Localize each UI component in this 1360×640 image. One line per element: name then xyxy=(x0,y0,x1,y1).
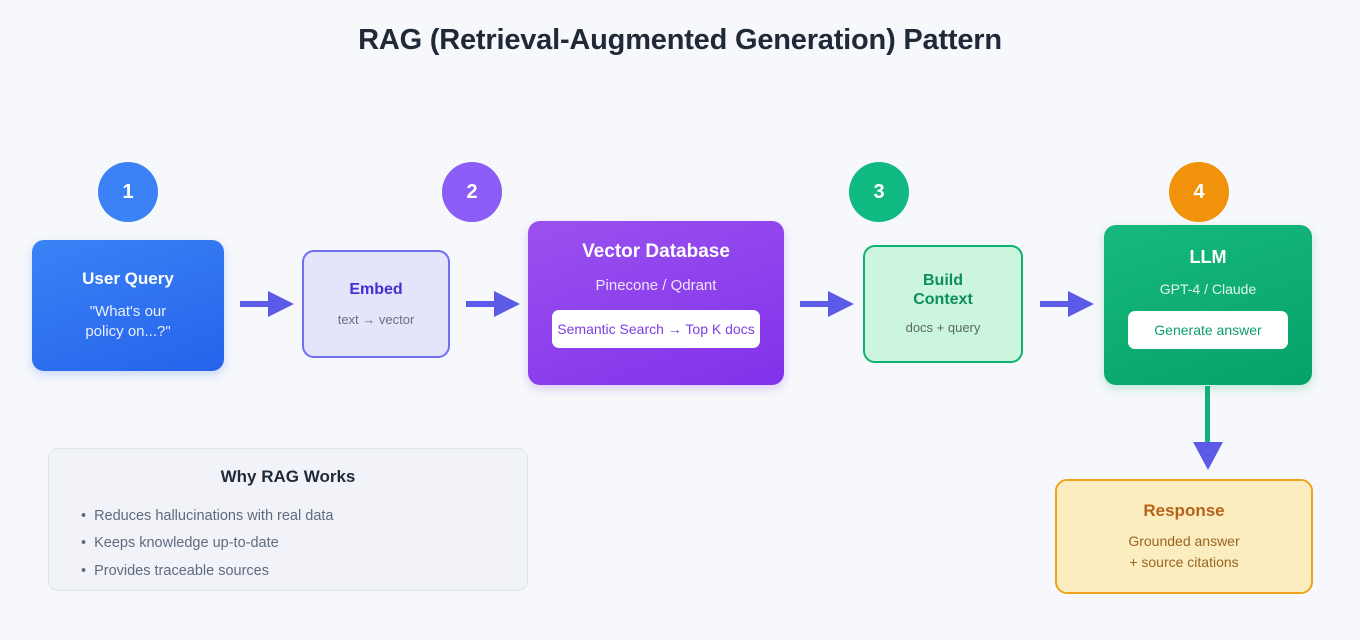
page-title: RAG (Retrieval-Augmented Generation) Pat… xyxy=(358,24,1002,56)
node-vector-database-title: Vector Database xyxy=(582,241,730,262)
arrow-head-down xyxy=(1193,442,1223,470)
step-badge-4: 4 xyxy=(1169,162,1229,222)
step-badge-2-label: 2 xyxy=(466,180,478,203)
node-response-title: Response xyxy=(1143,501,1225,520)
node-embed-title: Embed xyxy=(349,280,403,298)
node-build-context-title-line2: Context xyxy=(913,291,973,309)
step-badge-2: 2 xyxy=(442,162,502,222)
node-user-query-title: User Query xyxy=(82,268,174,288)
node-user-query[interactable]: User Query "What's our policy on...?" xyxy=(32,240,224,371)
semantic-search-chip[interactable]: Semantic Search → Top K docs xyxy=(552,310,760,349)
node-response-subtitle-line2: + source citations xyxy=(1129,553,1239,570)
arrow-tail xyxy=(466,301,500,307)
node-llm-title: LLM xyxy=(1189,247,1227,267)
arrow-head xyxy=(1068,291,1094,317)
arrow-tail xyxy=(240,301,274,307)
arrow-embed-to-vector-db xyxy=(466,291,520,317)
step-badge-1-label: 1 xyxy=(122,180,134,203)
list-item: Provides traceable sources xyxy=(81,558,527,585)
arrow-user-query-to-embed xyxy=(240,291,294,317)
arrow-tail xyxy=(800,301,834,307)
arrow-head xyxy=(828,291,854,317)
step-badge-4-label: 4 xyxy=(1193,180,1205,203)
node-llm-subtitle: GPT-4 / Claude xyxy=(1159,280,1257,297)
node-response-subtitle-line1: Grounded answer xyxy=(1128,533,1240,550)
node-vector-database[interactable]: Vector Database Pinecone / Qdrant Semant… xyxy=(528,221,784,385)
step-badge-3-label: 3 xyxy=(873,180,885,203)
node-user-query-subtitle-line2: policy on...?" xyxy=(85,323,171,341)
node-build-context[interactable]: Build Context docs + query xyxy=(863,245,1023,363)
step-badge-1: 1 xyxy=(98,162,158,222)
arrow-tail xyxy=(1040,301,1074,307)
arrow-build-context-to-llm xyxy=(1040,291,1094,317)
why-rag-works-title: Why RAG Works xyxy=(220,467,356,486)
node-build-context-title-line1: Build xyxy=(923,272,963,290)
why-rag-works-panel: Why RAG Works Reduces hallucinations wit… xyxy=(48,448,528,591)
node-user-query-subtitle: "What's our policy on...?" xyxy=(85,302,170,343)
list-item: Keeps knowledge up-to-date xyxy=(81,530,527,557)
node-response-subtitle: Grounded answer + source citations xyxy=(1128,531,1239,572)
node-build-context-subtitle: docs + query xyxy=(905,320,981,336)
node-build-context-title: Build Context xyxy=(913,271,973,309)
step-badge-3: 3 xyxy=(849,162,909,222)
arrow-head xyxy=(494,291,520,317)
arrow-head xyxy=(268,291,294,317)
why-rag-works-list: Reduces hallucinations with real data Ke… xyxy=(49,503,527,585)
node-llm[interactable]: LLM GPT-4 / Claude Generate answer xyxy=(1104,225,1312,385)
generate-answer-chip[interactable]: Generate answer xyxy=(1128,311,1288,350)
node-vector-database-subtitle: Pinecone / Qdrant xyxy=(595,276,717,294)
arrow-tail-vertical xyxy=(1205,386,1210,442)
arrow-vector-db-to-build-context xyxy=(800,291,854,317)
node-embed-subtitle: text → vector xyxy=(337,311,415,327)
list-item: Reduces hallucinations with real data xyxy=(81,503,527,530)
node-embed[interactable]: Embed text → vector xyxy=(302,250,450,358)
node-user-query-subtitle-line1: "What's our xyxy=(89,302,167,320)
arrow-llm-to-response xyxy=(1193,386,1223,470)
node-response[interactable]: Response Grounded answer + source citati… xyxy=(1055,479,1313,594)
